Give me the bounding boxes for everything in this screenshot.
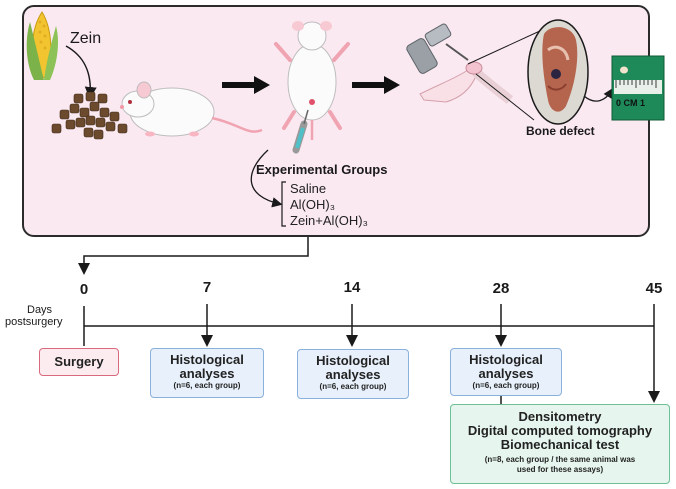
histology-box-day-7: Histological analyses (n=6, each group) — [150, 348, 264, 398]
axis-label-postsurgery: postsurgery — [5, 316, 63, 328]
histology-title-line2: analyses — [478, 366, 534, 381]
day-label-14: 14 — [343, 279, 361, 296]
final-assays-box: Densitometry Digital computed tomography… — [450, 404, 670, 484]
process-arrow-2 — [352, 76, 400, 94]
rat-leg-icon — [419, 61, 514, 104]
histology-title-line1: Histological — [316, 353, 390, 368]
ruler-photo-icon — [611, 55, 665, 121]
zoom-line-bottom — [475, 73, 535, 121]
process-arrow-1 — [222, 76, 270, 94]
zein-arrow — [65, 45, 97, 99]
panel-to-timeline-arrow — [78, 237, 309, 275]
day-label-0: 0 — [79, 281, 89, 298]
histology-box-day-28: Histological analyses (n=6, each group) — [450, 348, 562, 396]
zein-label: Zein — [70, 30, 102, 47]
zoom-line-top — [467, 29, 543, 65]
femur-photo-icon — [527, 19, 589, 125]
final-densitometry: Densitometry — [518, 409, 602, 424]
group-item-saline: Saline — [290, 181, 327, 196]
histology-title-line2: analyses — [179, 366, 235, 381]
syringe-icon — [292, 109, 309, 154]
ruler-label: 0 CM 1 — [616, 98, 646, 108]
surgery-box: Surgery — [39, 348, 119, 376]
food-pellets-icon — [51, 91, 128, 140]
final-computed-tomography: Digital computed tomography — [467, 423, 653, 438]
day-label-45: 45 — [645, 280, 663, 297]
group-item-aluminium-hydroxide: Al(OH)₃ — [290, 197, 336, 212]
final-biomechanical-test: Biomechanical test — [500, 437, 620, 452]
group-item-zein-aluminium-hydroxide: Zein+Al(OH)₃ — [290, 213, 368, 228]
final-note-line2: used for these assays) — [516, 465, 604, 474]
day-label-7: 7 — [202, 279, 212, 296]
histology-note: (n=6, each group) — [472, 381, 540, 390]
axis-label-days: Days — [27, 304, 53, 316]
photo-arrow — [583, 87, 614, 102]
surgery-box-label: Surgery — [54, 354, 104, 369]
histology-box-day-14: Histological analyses (n=6, each group) — [297, 349, 409, 399]
histology-title-line2: analyses — [325, 367, 381, 382]
histology-title-line1: Histological — [170, 352, 244, 367]
corn-icon — [26, 11, 58, 80]
histology-note: (n=6, each group) — [173, 381, 241, 390]
final-note-line1: (n=8, each group / the same animal was — [484, 455, 636, 464]
experimental-groups-title: Experimental Groups — [256, 162, 388, 177]
surgical-drill-icon — [406, 23, 469, 74]
groups-bracket — [281, 181, 286, 227]
mouse-icon — [120, 81, 263, 137]
groups-arrow — [250, 149, 283, 208]
supine-rat-icon — [274, 21, 350, 140]
histology-title-line1: Histological — [469, 352, 543, 367]
bone-defect-label: Bone defect — [526, 124, 595, 138]
histology-note: (n=6, each group) — [319, 382, 387, 391]
day-label-28: 28 — [492, 280, 510, 297]
